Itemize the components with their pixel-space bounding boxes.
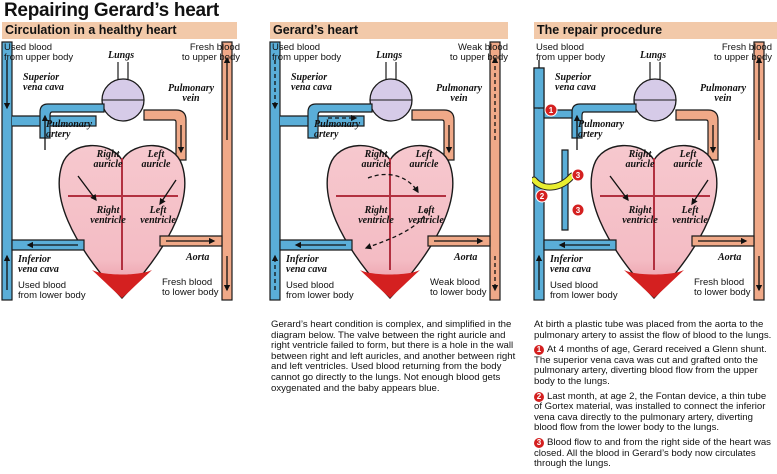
label-inferior-vena-cava: Inferior vena cava bbox=[550, 254, 591, 275]
heart-septum bbox=[600, 158, 710, 270]
heart-bottom-red bbox=[360, 270, 420, 298]
label-left-ventricle: Left ventricle bbox=[140, 205, 176, 226]
svc-grafted bbox=[533, 67, 545, 109]
vena-cava-column bbox=[269, 41, 281, 301]
label-aorta: Aorta bbox=[186, 252, 210, 263]
pulmonary-artery-vessel bbox=[571, 103, 637, 139]
label-fresh-upper: Fresh blood to upper body bbox=[713, 42, 772, 63]
arrow-shunt-ventricle bbox=[364, 209, 429, 250]
diagram-panel-2: 1 2 3 3 bbox=[532, 41, 765, 301]
repair-intro: At birth a plastic tube was placed from … bbox=[534, 319, 772, 341]
repair-procedure-description: At birth a plastic tube was placed from … bbox=[534, 319, 774, 474]
label-superior-vena-cava: Superior vena cava bbox=[23, 72, 64, 93]
gerard-heart-description: Gerard’s heart condition is complex, and… bbox=[271, 319, 516, 394]
step-marker-number: 1 bbox=[549, 106, 554, 115]
label-left-ventricle: Left ventricle bbox=[408, 205, 444, 226]
label-right-ventricle: Right ventricle bbox=[622, 205, 658, 226]
label-left-auricle: Left auricle bbox=[409, 149, 439, 170]
label-weak-lower: Weak blood to lower body bbox=[430, 277, 487, 298]
step-marker-number: 2 bbox=[540, 192, 545, 201]
heart-bottom-red bbox=[624, 270, 684, 298]
label-superior-vena-cava: Superior vena cava bbox=[555, 72, 596, 93]
label-aorta: Aorta bbox=[454, 252, 478, 263]
diagram-panel-0 bbox=[1, 41, 233, 301]
label-fresh-lower: Fresh blood to lower body bbox=[694, 277, 751, 298]
label-used-upper: Used blood from upper body bbox=[272, 42, 342, 63]
step-marker-3: 3 bbox=[571, 168, 585, 182]
label-fresh-upper: Fresh blood to upper body bbox=[181, 42, 240, 63]
arrow-ra-rv bbox=[609, 175, 629, 202]
label-pulmonary-vein: Pulmonary vein bbox=[167, 83, 215, 104]
label-pulmonary-artery: Pulmonary artery bbox=[578, 119, 625, 140]
arrow-la-lv bbox=[159, 179, 177, 206]
step-number-badge: 3 bbox=[534, 437, 544, 448]
arrow-la-lv bbox=[691, 179, 709, 206]
label-pulmonary-vein: Pulmonary vein bbox=[435, 83, 483, 104]
label-left-auricle: Left auricle bbox=[141, 149, 171, 170]
label-used-upper: Used blood from upper body bbox=[536, 42, 606, 63]
label-right-auricle: Right auricle bbox=[625, 149, 655, 170]
step-marker-number: 3 bbox=[576, 206, 581, 215]
aorta-column bbox=[753, 41, 765, 301]
panel-header-1: Gerard’s heart bbox=[270, 22, 508, 39]
label-inferior-vena-cava: Inferior vena cava bbox=[18, 254, 59, 275]
step-number-badge: 2 bbox=[534, 391, 544, 402]
label-inferior-vena-cava: Inferior vena cava bbox=[286, 254, 327, 275]
step-marker-circle bbox=[571, 203, 585, 217]
plastic-tube bbox=[532, 173, 575, 190]
diagram-panel-1 bbox=[269, 41, 501, 301]
label-used-upper: Used blood from upper body bbox=[4, 42, 74, 63]
label-pulmonary-artery: Pulmonary artery bbox=[314, 119, 361, 140]
label-right-auricle: Right auricle bbox=[93, 149, 123, 170]
label-lungs: Lungs bbox=[108, 50, 135, 61]
svc-vessel bbox=[12, 115, 97, 127]
heart-septum bbox=[336, 158, 446, 270]
step-marker-4: 3 bbox=[571, 203, 585, 217]
label-pulmonary-artery: Pulmonary artery bbox=[46, 119, 93, 140]
label-left-ventricle: Left ventricle bbox=[672, 205, 708, 226]
vena-cava-column bbox=[1, 41, 13, 301]
pulmonary-artery-vessel bbox=[39, 103, 105, 139]
label-left-auricle: Left auricle bbox=[673, 149, 703, 170]
heart-bottom-red bbox=[92, 270, 152, 298]
step-text: Blood flow to and from the right side of… bbox=[534, 436, 771, 470]
fontan-tube bbox=[561, 149, 569, 231]
label-used-lower: Used blood from lower body bbox=[550, 280, 618, 301]
arrow-ra-rv bbox=[77, 175, 97, 202]
step-number-badge: 1 bbox=[534, 345, 544, 356]
step-marker-circle bbox=[535, 189, 549, 203]
arrow-shunt-atrial bbox=[367, 173, 419, 194]
label-aorta: Aorta bbox=[718, 252, 742, 263]
panel-header-0: Circulation in a healthy heart bbox=[2, 22, 237, 39]
step-text: Last month, at age 2, the Fontan device,… bbox=[534, 390, 767, 434]
heart-septum bbox=[68, 158, 178, 270]
step-marker-2: 2 bbox=[535, 189, 549, 203]
label-right-auricle: Right auricle bbox=[361, 149, 391, 170]
step-marker-number: 3 bbox=[576, 171, 581, 180]
label-used-lower: Used blood from lower body bbox=[286, 280, 354, 301]
panel-header-2: The repair procedure bbox=[534, 22, 777, 39]
main-title: Repairing Gerard’s heart bbox=[4, 0, 219, 21]
label-fresh-lower: Fresh blood to lower body bbox=[162, 277, 219, 298]
label-lungs: Lungs bbox=[640, 50, 667, 61]
aorta-column bbox=[489, 41, 501, 301]
label-pulmonary-vein: Pulmonary vein bbox=[699, 83, 747, 104]
label-lungs: Lungs bbox=[376, 50, 403, 61]
label-used-lower: Used blood from lower body bbox=[18, 280, 86, 301]
label-weak-upper: Weak blood to upper body bbox=[449, 42, 508, 63]
label-right-ventricle: Right ventricle bbox=[358, 205, 394, 226]
step-text: At 4 months of age, Gerard received a Gl… bbox=[534, 344, 767, 387]
pulmonary-artery-vessel bbox=[307, 103, 373, 139]
label-superior-vena-cava: Superior vena cava bbox=[291, 72, 332, 93]
label-right-ventricle: Right ventricle bbox=[90, 205, 126, 226]
step-marker-circle bbox=[544, 103, 558, 117]
step-marker-circle bbox=[571, 168, 585, 182]
step-marker-1: 1 bbox=[544, 103, 558, 117]
aorta-column bbox=[221, 41, 233, 301]
